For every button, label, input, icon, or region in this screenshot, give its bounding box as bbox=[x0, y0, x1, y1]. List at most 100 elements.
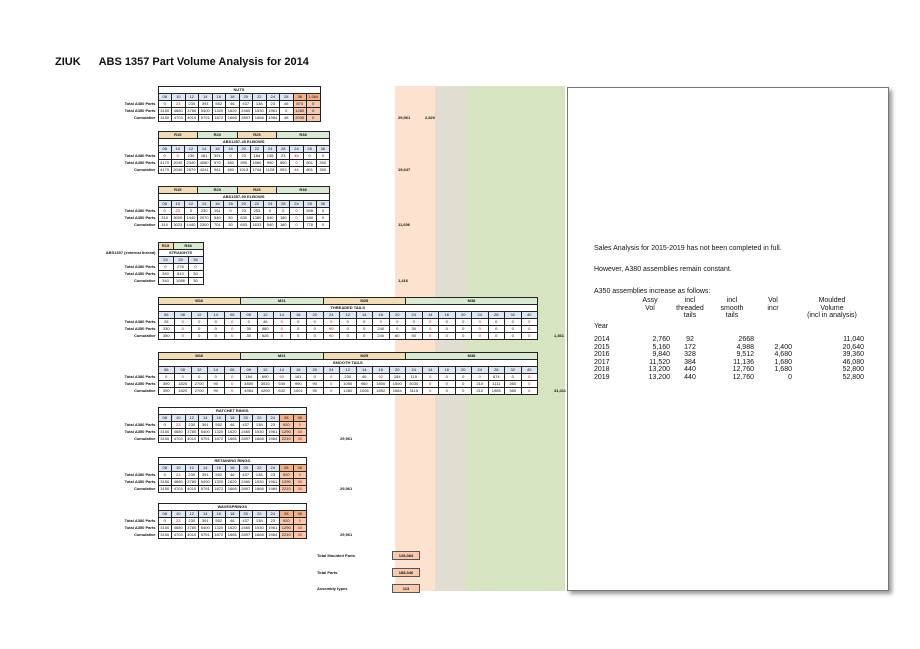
value-cell: 1961 bbox=[265, 524, 280, 532]
value-cell: 0 bbox=[190, 373, 208, 381]
row-label-a380: Total A380 Parts bbox=[124, 208, 156, 213]
size-cell: 10 bbox=[171, 93, 186, 101]
value-cell: 23 bbox=[171, 100, 186, 108]
value-cell: 4703 bbox=[171, 485, 186, 493]
value-cell: 161 bbox=[289, 373, 307, 381]
value-cell: 0 bbox=[322, 373, 340, 381]
block-total: 29,961 bbox=[340, 486, 353, 491]
size-cell: 14 bbox=[197, 200, 212, 208]
value-cell: 90 bbox=[306, 387, 324, 395]
summary-value-assembly: 113 bbox=[392, 584, 420, 593]
value-cell: 0 bbox=[487, 325, 505, 333]
value-cell: 1668 bbox=[252, 485, 267, 493]
year-label: Year bbox=[594, 322, 609, 330]
value-cell: 0 bbox=[454, 380, 472, 388]
value-cell: 961 bbox=[210, 166, 225, 174]
page-title: ZIUK ABS 1357 Part Volume Analysis for 2… bbox=[55, 56, 309, 68]
value-cell: 210 bbox=[471, 380, 489, 388]
group-header: R38 bbox=[276, 131, 330, 139]
size-cell: 24 bbox=[289, 200, 304, 208]
group-header: M38 bbox=[405, 352, 538, 360]
value-cell: 0 bbox=[276, 207, 291, 215]
value-cell: 384 bbox=[684, 358, 696, 366]
row-label-a380: Total A380 Parts bbox=[124, 518, 156, 523]
size-cell: 14 bbox=[197, 145, 212, 153]
value-cell: 0 bbox=[223, 325, 241, 333]
value-cell: 1320 bbox=[211, 107, 226, 115]
value-cell: 0 bbox=[306, 332, 324, 340]
block-total: 29,961 bbox=[398, 115, 411, 120]
size-cell: 18 bbox=[225, 93, 240, 101]
value-cell: 0 bbox=[471, 318, 489, 326]
value-cell: 4703 bbox=[171, 435, 186, 443]
blank-cell bbox=[55, 146, 158, 153]
title-row: ABS1357-90 ELBOWS bbox=[55, 193, 330, 201]
value-cell: 0 bbox=[487, 332, 505, 340]
value-cell: 0 bbox=[157, 517, 172, 525]
value-cell: 11,136 bbox=[733, 358, 754, 366]
value-cell: 30 bbox=[292, 524, 307, 532]
blank-cell bbox=[55, 305, 158, 312]
value-cell: 4200 bbox=[256, 387, 274, 395]
size-cell: 24 bbox=[322, 311, 340, 319]
size-cell: 28 bbox=[279, 464, 294, 472]
size-cell: 08 bbox=[174, 366, 192, 374]
value-cell: 2340 bbox=[183, 159, 199, 167]
value-cell: 60 bbox=[388, 332, 406, 340]
year-cell: 2017 bbox=[594, 358, 610, 366]
blank-cell bbox=[55, 187, 158, 194]
value-cell: 0 bbox=[157, 373, 175, 381]
value-cell: 1872 bbox=[211, 531, 226, 539]
value-cell: 0 bbox=[306, 114, 321, 122]
year-cell: 2015 bbox=[594, 343, 610, 351]
value-cell: 2460 bbox=[238, 478, 253, 486]
summary-label-total: Total Parts bbox=[317, 570, 338, 575]
value-cell: 46 bbox=[225, 421, 240, 429]
value-cell: 184 bbox=[240, 373, 258, 381]
value-cell: 0 bbox=[273, 325, 291, 333]
size-cell: 14 bbox=[355, 366, 373, 374]
value-cell: 1050 bbox=[339, 380, 357, 388]
value-cell: 0 bbox=[170, 152, 185, 160]
size-cell: 08 bbox=[157, 200, 172, 208]
size-cell: 24 bbox=[157, 256, 174, 264]
value-cell: 0 bbox=[487, 318, 505, 326]
value-cell: 560 bbox=[276, 159, 291, 167]
value-cell: 1500 bbox=[388, 380, 406, 388]
value-cell: 92 bbox=[273, 373, 291, 381]
value-cell: 46 bbox=[256, 318, 274, 326]
title-row: RATCHET RINGS bbox=[55, 407, 307, 415]
title-row: NUTS bbox=[55, 86, 321, 94]
value-cell: 26 bbox=[157, 318, 175, 326]
value-cell: 4680 bbox=[171, 524, 186, 532]
size-cell: 32 bbox=[504, 366, 522, 374]
value-cell: 230 bbox=[184, 517, 199, 525]
value-cell: 184 bbox=[249, 152, 265, 160]
size-cell: 10 bbox=[171, 510, 186, 518]
value-cell: 2460 bbox=[238, 524, 253, 532]
value-cell: 23 bbox=[236, 152, 251, 160]
row-label-a380: Total A380 Parts bbox=[124, 264, 156, 269]
value-cell: 1668 bbox=[252, 531, 267, 539]
value-cell: 0 bbox=[306, 318, 324, 326]
value-cell: 1530 bbox=[252, 524, 267, 532]
size-cell: 10 bbox=[171, 464, 186, 472]
value-cell: 0 bbox=[174, 332, 192, 340]
value-cell: 1800 bbox=[372, 380, 390, 388]
size-cell: 14 bbox=[273, 311, 291, 319]
value-cell: 801 bbox=[302, 159, 317, 167]
value-cell: 46 bbox=[289, 152, 304, 160]
size-cell: 20 bbox=[454, 311, 472, 319]
value-cell: 46,080 bbox=[842, 358, 864, 366]
value-cell: 2070 bbox=[197, 214, 212, 222]
size-cell: 08 bbox=[157, 510, 172, 518]
value-cell: 0 bbox=[289, 214, 304, 222]
value-cell: 0 bbox=[504, 318, 522, 326]
size-cell: 16 bbox=[372, 366, 390, 374]
blank-cell bbox=[55, 194, 158, 201]
